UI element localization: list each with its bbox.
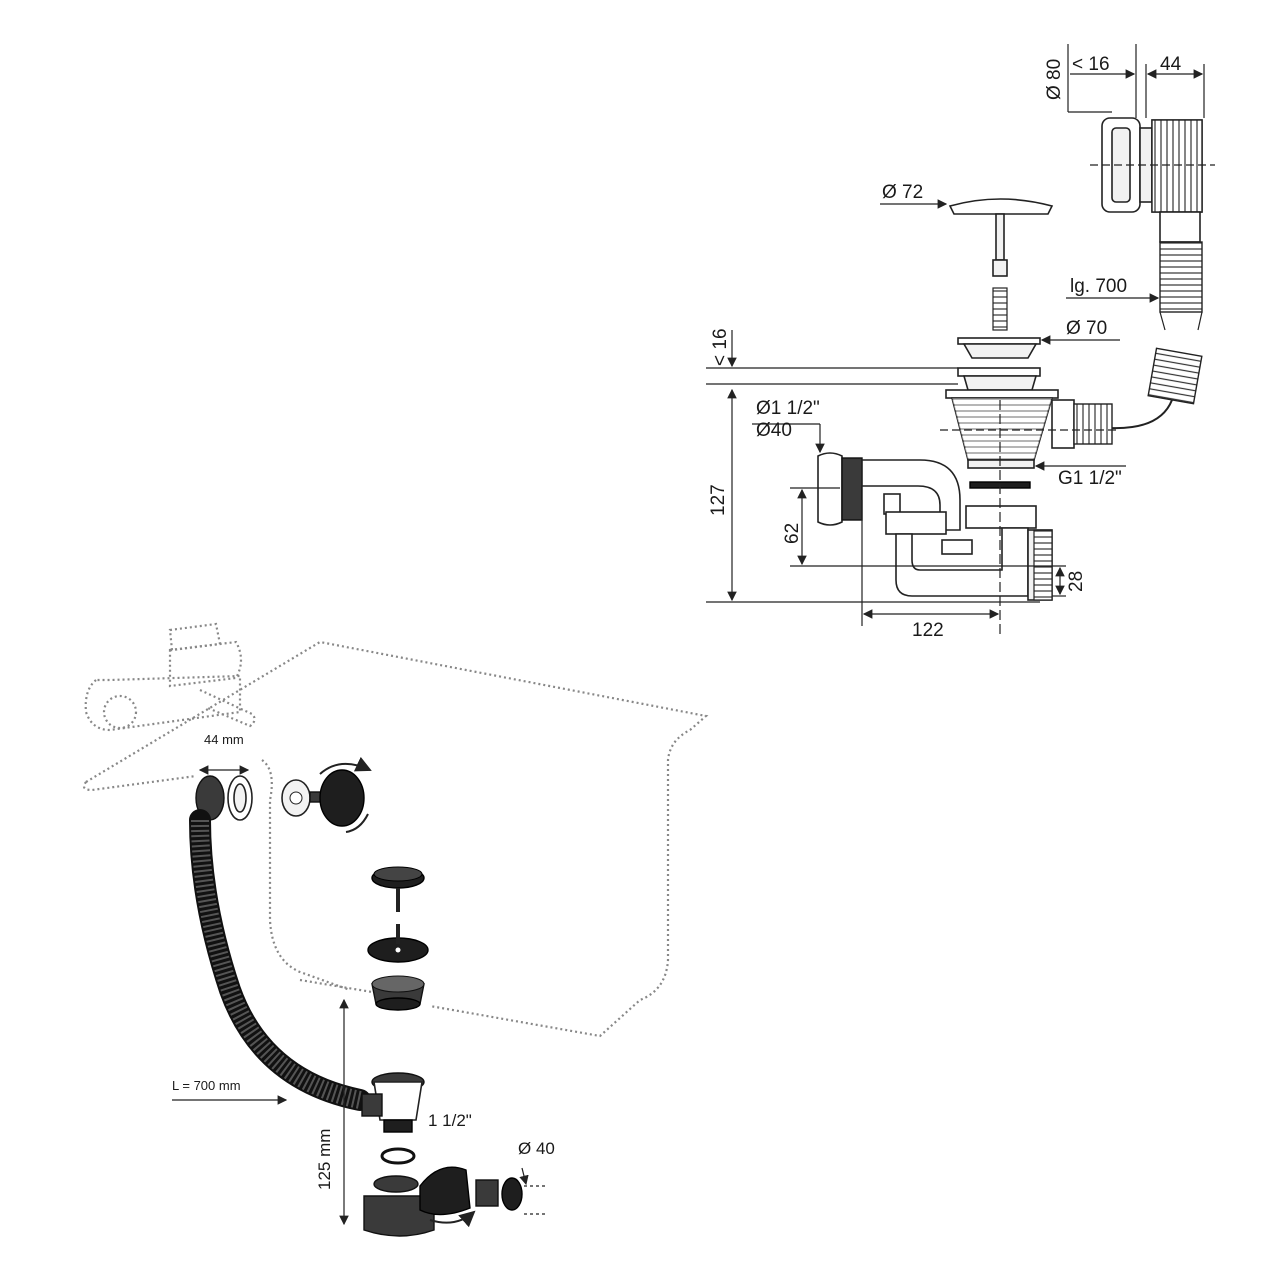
dim-overflow-width: 44: [1160, 54, 1182, 75]
dim-flange-thickness: < 16: [710, 328, 731, 366]
dim-horizontal-offset: 122: [912, 620, 944, 641]
dim-outlet-diameter: Ø40: [756, 420, 792, 441]
dim-overflow-depth: < 16: [1072, 54, 1110, 75]
overflow-hose-part: [1109, 211, 1203, 430]
plug-part: [948, 198, 1054, 331]
overflow-head-part: [1090, 117, 1215, 213]
label-overflow-width: 44 mm: [204, 732, 244, 747]
dim-plug-diameter: Ø 72: [882, 182, 923, 203]
label-hose-length: L = 700 mm: [172, 1078, 241, 1093]
label-trap-height: 125 mm: [315, 1129, 334, 1190]
dim-total-height: 127: [708, 484, 729, 516]
trap-assembly: [361, 1072, 546, 1237]
label-outlet-diameter: Ø 40: [518, 1139, 555, 1158]
installation-dimension-lines: [172, 765, 349, 1226]
technical-drawing: Ø 80 < 16 44 Ø 72 lg. 700 Ø 70 < 16 Ø1 1…: [706, 44, 1215, 641]
overflow-hose-installed: [189, 809, 371, 1111]
drain-body-part: [940, 389, 1120, 489]
flange-part: [957, 337, 1041, 391]
faucet-outline: [84, 622, 256, 732]
overflow-assembly: [195, 756, 372, 833]
dim-body-thread: G1 1/2": [1058, 468, 1122, 489]
trap-part: [817, 452, 1053, 601]
dim-flange-diameter: Ø 70: [1066, 318, 1107, 339]
dimension-lines: [706, 44, 1205, 636]
dim-trap-clearance: 28: [1066, 571, 1087, 592]
dim-hose-length: lg. 700: [1070, 276, 1127, 297]
installation-view: 44 mm L = 700 mm 125 mm 1 1/2" Ø 40: [82, 622, 709, 1237]
plug-assembly: [367, 866, 429, 1011]
dim-outlet-thread-inch: Ø1 1/2": [756, 398, 820, 419]
dim-outlet-height: 62: [782, 523, 803, 544]
dim-overflow-diameter: Ø 80: [1044, 59, 1065, 100]
label-thread-size: 1 1/2": [428, 1111, 472, 1130]
